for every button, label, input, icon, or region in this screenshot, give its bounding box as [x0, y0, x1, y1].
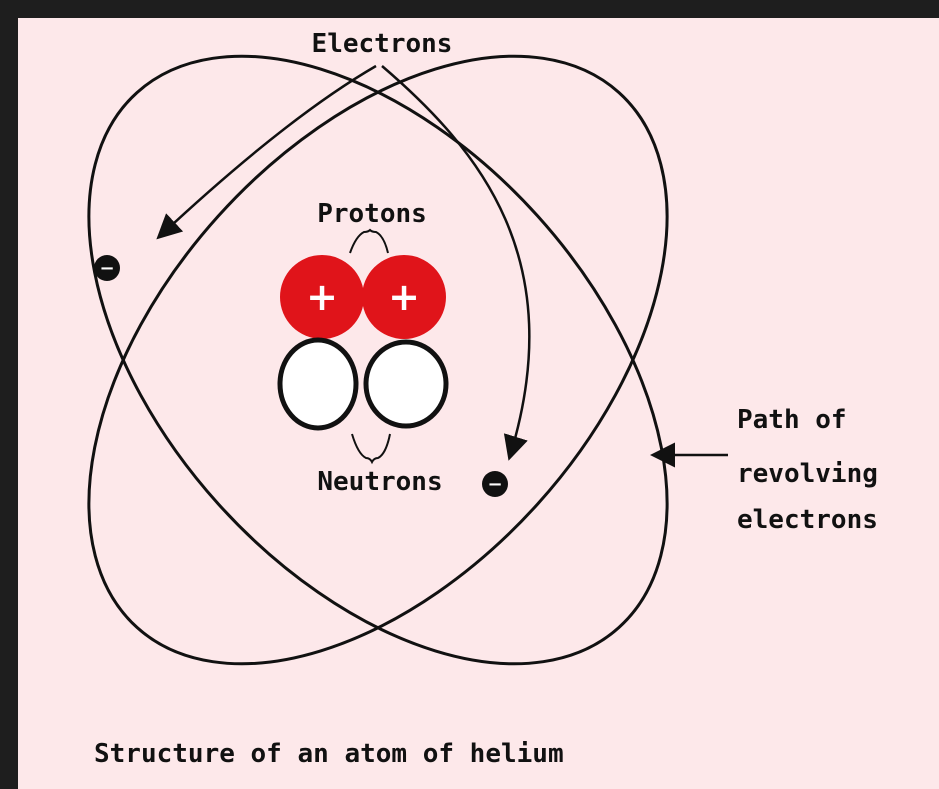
electron-2-sign: − [487, 474, 502, 495]
path-label-line-3: electrons [737, 505, 878, 535]
electrons-arrow-left [156, 64, 377, 240]
protons-label: Protons [317, 199, 427, 229]
electron-1-sign: − [99, 258, 114, 279]
electron-2: − [482, 471, 508, 497]
orbit-ellipse-1 [87, 54, 669, 666]
neutrons-brace [351, 433, 391, 465]
electrons-label: Electrons [312, 29, 453, 59]
proton-1: + [280, 255, 364, 339]
path-label-line-2: revolving [737, 459, 878, 489]
neutrons-label: Neutrons [317, 467, 442, 497]
proton-2-sign: + [388, 275, 420, 319]
electron-1: − [94, 255, 120, 281]
path-label-line-1: Path of [737, 405, 847, 435]
neutron-2 [363, 339, 449, 429]
proton-2: + [362, 255, 446, 339]
protons-brace [349, 228, 389, 254]
electrons-arrow-right [381, 65, 531, 461]
proton-1-sign: + [306, 275, 338, 319]
diagram-caption: Structure of an atom of helium [94, 739, 564, 769]
neutron-1 [277, 337, 359, 431]
orbit-ellipse-2 [87, 54, 669, 666]
diagram-background [18, 18, 939, 789]
